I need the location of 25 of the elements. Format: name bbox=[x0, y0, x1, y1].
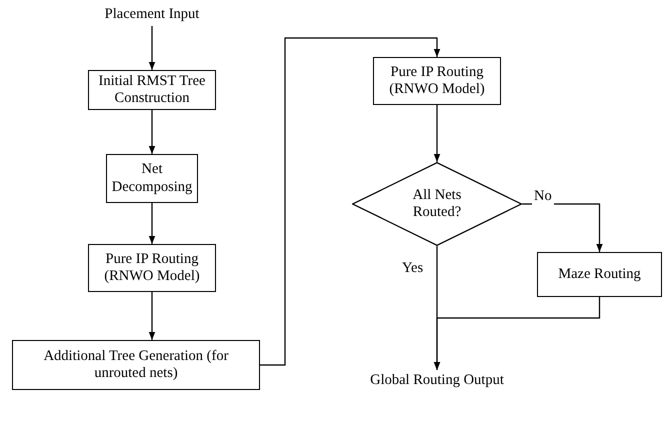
flow-text: Global Routing Output bbox=[357, 370, 517, 392]
node-text: Initial RMST Tree Construction bbox=[98, 72, 206, 108]
flow-text: Placement Input bbox=[82, 4, 222, 26]
arrow bbox=[148, 292, 156, 340]
node-text: Pure IP Routing (RNWO Model) bbox=[388, 64, 486, 98]
process-box bbox=[373, 57, 501, 105]
arrow bbox=[148, 203, 156, 244]
node-text: Maze Routing bbox=[558, 266, 641, 284]
arrow bbox=[434, 297, 600, 370]
process-box bbox=[537, 252, 662, 297]
node-text: All Nets Routed? bbox=[412, 186, 462, 222]
process-box bbox=[88, 244, 216, 292]
process-box bbox=[12, 340, 260, 390]
process-box bbox=[88, 70, 216, 110]
node-text: Additional Tree Generation (for unrouted nets) bbox=[42, 348, 230, 382]
arrow bbox=[434, 105, 440, 162]
decision-diamond bbox=[352, 162, 522, 246]
arrow bbox=[148, 110, 156, 154]
arrow bbox=[522, 203, 603, 252]
node-text: Pure IP Routing (RNWO Model) bbox=[103, 250, 201, 286]
edge-label: No bbox=[532, 188, 554, 205]
arrow bbox=[260, 37, 440, 366]
node-text: Net Decomposing bbox=[110, 161, 194, 196]
arrow bbox=[148, 26, 156, 70]
process-box bbox=[106, 154, 198, 203]
